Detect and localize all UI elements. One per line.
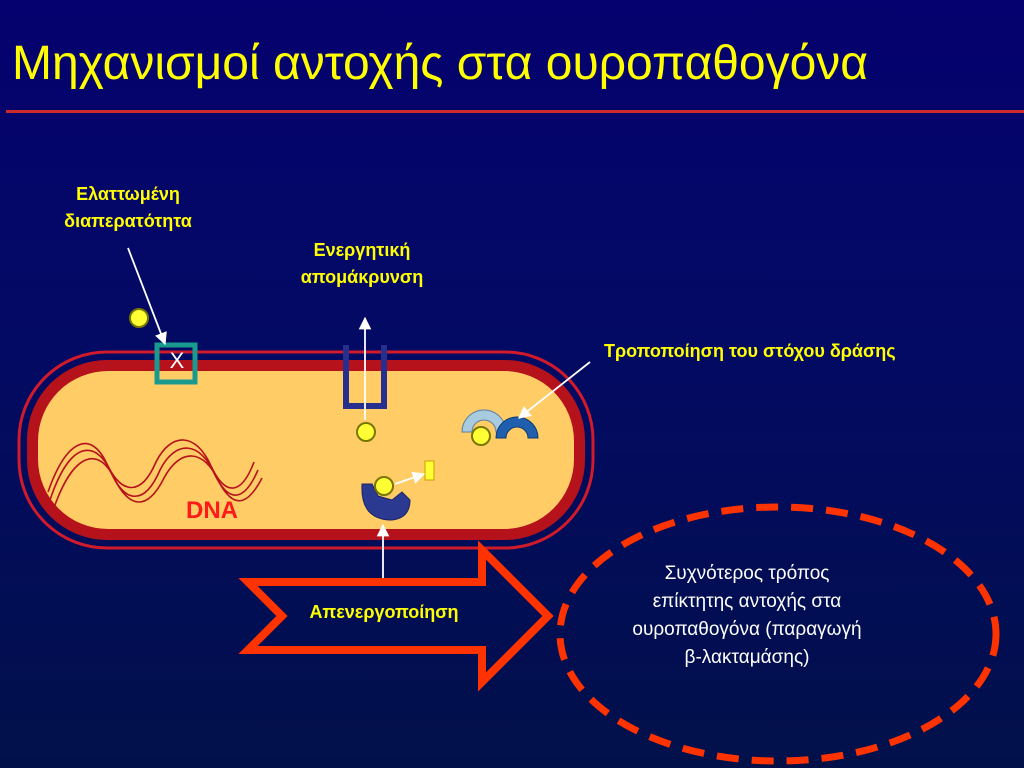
modified-target-icon (461, 409, 539, 439)
cell-cytoplasm (38, 371, 574, 529)
bacterial-cell (17, 350, 595, 550)
target-arrow (518, 361, 591, 419)
blocked-porin-icon (154, 342, 198, 385)
antibiotic-molecules (129, 308, 491, 496)
blocked-mark: X (169, 348, 185, 373)
label-inactivation: Απενεργοποίηση (309, 602, 459, 622)
beta-lactamase-enzyme-icon (361, 460, 435, 521)
dna-strand (47, 439, 263, 506)
fragment-arrow (394, 471, 426, 485)
label-target-modification: Τροποποίηση του στόχου δράσης (604, 341, 896, 361)
antibiotic-molecule-icon (374, 476, 394, 496)
cell-outer-membrane (17, 350, 595, 550)
title-divider (6, 110, 1024, 113)
highlight-dashed-ellipse (556, 503, 1000, 765)
cleaved-antibiotic-fragment (424, 460, 435, 481)
permeability-arrow (127, 247, 167, 346)
antibiotic-molecule-icon (356, 422, 376, 442)
label-dna: DNA (186, 497, 238, 524)
note-common-resistance: Συχνότερος τρόπος επίκτητης αντοχής στα … (632, 563, 862, 668)
antibiotic-molecule-icon (471, 426, 491, 446)
page-title: Μηχανισμοί αντοχής στα ουροπαθογόνα (12, 37, 869, 90)
inactivation-block-arrow (238, 540, 554, 692)
antibiotic-molecule-icon (129, 308, 149, 328)
label-reduced-permeability: Ελαττωμένη διαπερατότητα (64, 184, 192, 231)
label-active-efflux: Ενεργητική απομάκρυνση (300, 240, 424, 287)
pointer-arrows (127, 247, 591, 578)
